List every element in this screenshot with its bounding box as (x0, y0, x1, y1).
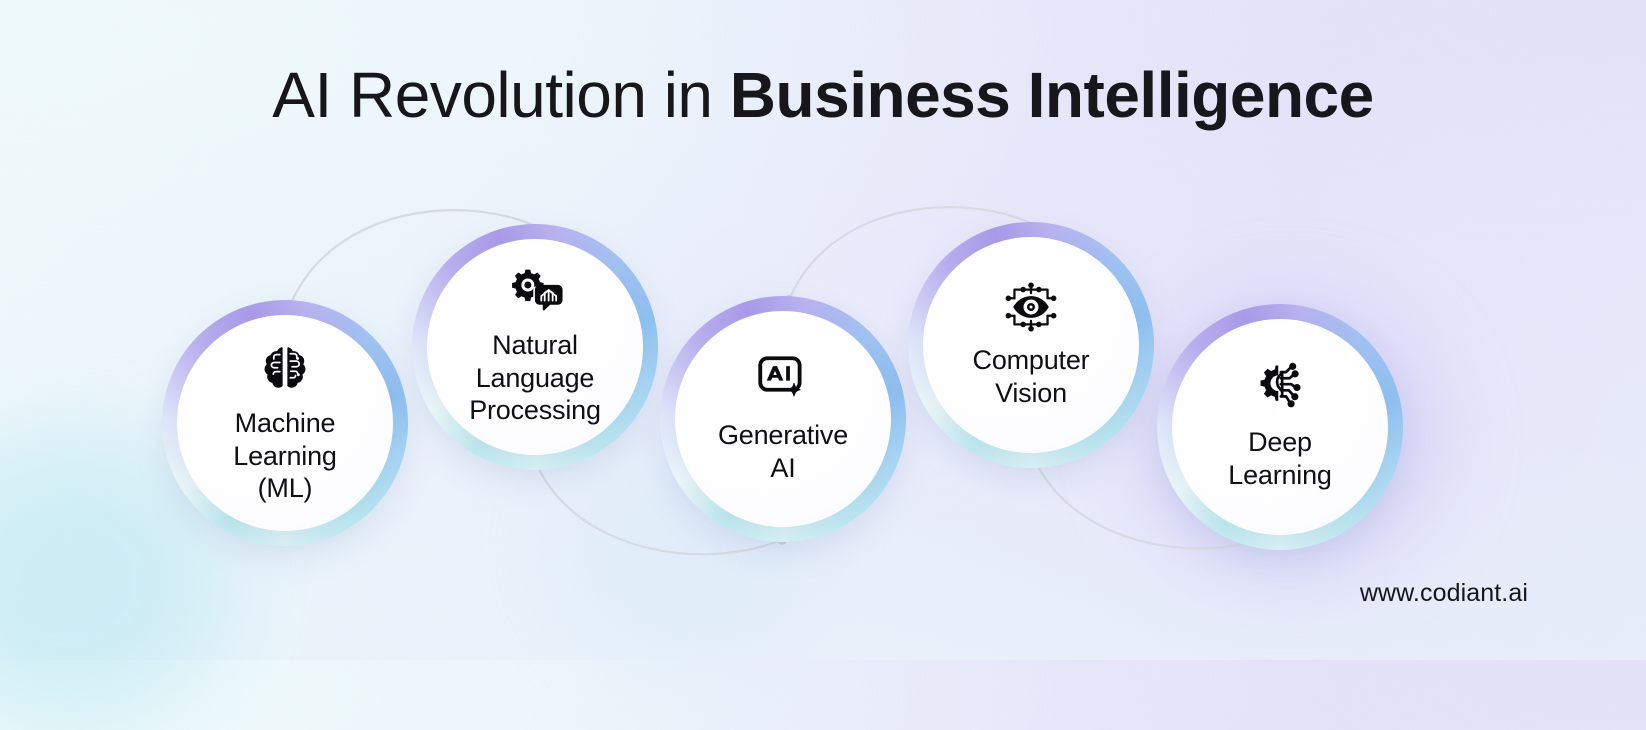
website-url[interactable]: www.codiant.ai (1359, 579, 1528, 607)
node-generative-ai[interactable]: Generative AI (660, 296, 906, 542)
page-title: AI Revolution in Business Intelligence (0, 59, 1646, 131)
gear-speech-bubble-icon (506, 267, 564, 319)
node-computer-vision[interactable]: Computer Vision (908, 222, 1154, 468)
gear-circuit-icon (1252, 362, 1308, 417)
node-label: Natural Language Processing (469, 329, 601, 426)
node-machine-learning[interactable]: Machine Learning (ML) (162, 300, 408, 546)
node-disc: Machine Learning (ML) (177, 315, 393, 531)
node-label: Computer Vision (972, 345, 1090, 408)
brain-icon (257, 341, 313, 397)
page-title-regular: AI Revolution in (272, 59, 730, 131)
node-disc: Computer Vision (923, 237, 1139, 453)
circuit-eye-icon (1002, 280, 1060, 334)
node-disc: Natural Language Processing (427, 239, 643, 455)
node-label: Generative AI (717, 420, 849, 483)
node-disc: Generative AI (675, 311, 891, 527)
node-natural-language-processing[interactable]: Natural Language Processing (412, 224, 658, 470)
node-label: Machine Learning (ML) (233, 407, 337, 504)
node-label: Deep Learning (1228, 427, 1332, 490)
ai-sparkle-icon (755, 353, 811, 409)
node-deep-learning[interactable]: Deep Learning (1157, 304, 1403, 550)
page-title-bold: Business Intelligence (729, 59, 1374, 131)
node-disc: Deep Learning (1172, 319, 1388, 535)
